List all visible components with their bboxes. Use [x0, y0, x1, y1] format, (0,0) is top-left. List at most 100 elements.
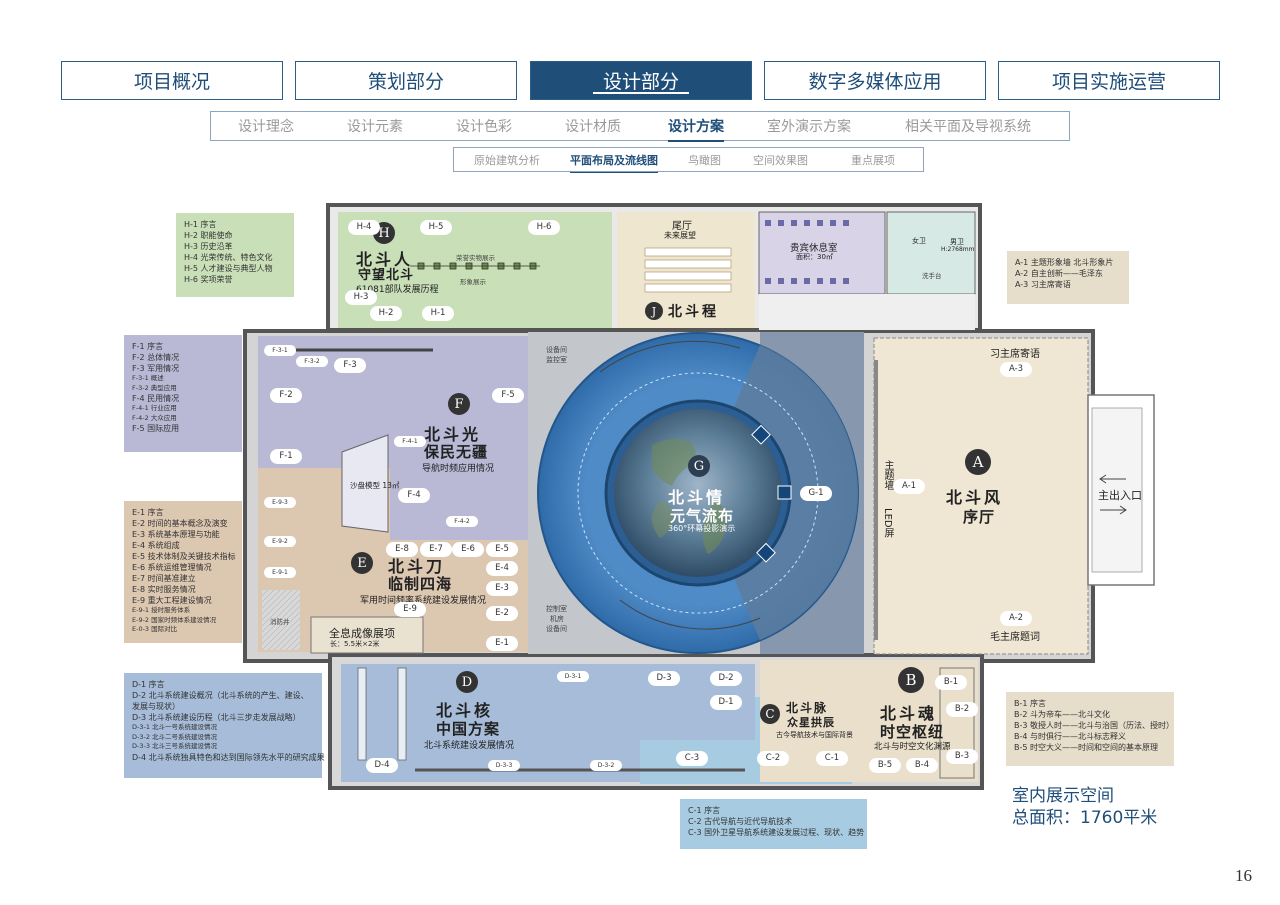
main-entrance-label: 主出入口 — [1098, 489, 1142, 502]
exhibit-tag-d33[interactable]: D-3-3 — [488, 760, 520, 771]
exhibit-tag-e8[interactable]: E-8 — [386, 542, 418, 557]
exhibit-tag-d31[interactable]: D-3-1 — [557, 671, 589, 682]
tab-label: 数字多媒体应用 — [808, 71, 942, 93]
legend-item: F-3-1 概述 — [132, 374, 164, 382]
zone-b-badge: B — [898, 667, 924, 693]
exhibit-tag-h5[interactable]: H-5 — [420, 220, 452, 235]
dome-screen-3 — [756, 542, 776, 563]
sub-tab-materials[interactable]: 设计材质 — [565, 119, 621, 135]
exhibit-tag-f41[interactable]: F-4-1 — [394, 436, 426, 447]
d-wall-display-2 — [397, 667, 407, 761]
sub-tab-scheme[interactable]: 设计方案 — [668, 116, 724, 142]
zone-e-title: 北斗刀 — [388, 557, 446, 576]
exhibit-tag-e2[interactable]: E-2 — [486, 606, 518, 621]
tab-project-overview[interactable]: 项目概况 — [61, 61, 283, 100]
exhibit-tag-h4[interactable]: H-4 — [348, 220, 380, 235]
total-area-block: 室内展示空间 总面积：1760平米 — [1012, 785, 1157, 829]
hologram-box — [310, 616, 424, 654]
sub2-tab-renderings[interactable]: 空间效果图 — [753, 154, 808, 167]
sub2-tab-key-exhibits[interactable]: 重点展项 — [851, 154, 895, 167]
tab-implementation[interactable]: 项目实施运营 — [998, 61, 1220, 100]
exhibit-tag-a2[interactable]: A-2 — [1000, 611, 1032, 626]
tab-design[interactable]: 设计部分 — [530, 61, 752, 100]
legend-item: F-3 军用情况 — [132, 364, 180, 373]
exhibit-tag-b2[interactable]: B-2 — [946, 702, 978, 717]
exhibit-tag-e6[interactable]: E-6 — [452, 542, 484, 557]
exhibit-tag-f31[interactable]: F-3-1 — [264, 345, 296, 356]
exhibit-tag-e92[interactable]: E-9-2 — [264, 536, 296, 547]
exhibit-tag-f42[interactable]: F-4-2 — [446, 516, 478, 527]
zone-c-subtitle: 众星拱辰 — [787, 716, 835, 729]
sub2-tab-aerial[interactable]: 鸟瞰图 — [688, 154, 721, 167]
exhibit-tag-e4[interactable]: E-4 — [486, 561, 518, 576]
exhibit-tag-f4[interactable]: F-4 — [398, 488, 430, 503]
exhibit-tag-h3[interactable]: H-3 — [345, 290, 377, 305]
legend-item: B-3 敬授人时——北斗与治国（历法、授时） — [1014, 721, 1175, 730]
exhibit-tag-b4[interactable]: B-4 — [906, 758, 938, 773]
exhibit-tag-c3[interactable]: C-3 — [676, 751, 708, 766]
legend-item: A-3 习主席寄语 — [1015, 280, 1071, 289]
zone-f-area-lower — [390, 466, 528, 540]
sub-tab-concept[interactable]: 设计理念 — [238, 119, 294, 135]
exhibit-tag-e93[interactable]: E-9-3 — [264, 497, 296, 508]
legend-item: D-1 序言 — [132, 680, 165, 689]
exhibit-tag-f2[interactable]: F-2 — [270, 388, 302, 403]
legend-item: E-1 序言 — [132, 508, 164, 517]
sub-tab-colors[interactable]: 设计色彩 — [456, 119, 512, 135]
sub2-tab-layout[interactable]: 平面布局及流线图 — [570, 154, 658, 173]
zone-f-badge: F — [448, 393, 470, 415]
vip-room-area: 面积：30㎡ — [796, 253, 833, 261]
legend-item: C-1 序言 — [688, 806, 721, 815]
exhibit-tag-e1[interactable]: E-1 — [486, 636, 518, 651]
tab-label: 项目概况 — [133, 71, 210, 93]
honor-display-label: 荣誉实物展示 — [456, 254, 495, 262]
fire-well — [262, 590, 300, 650]
exhibit-tag-d2[interactable]: D-2 — [710, 671, 742, 686]
exhibit-tag-d3[interactable]: D-3 — [648, 671, 680, 686]
sub2-tab-building[interactable]: 原始建筑分析 — [474, 154, 540, 167]
exhibit-tag-f5[interactable]: F-5 — [492, 388, 524, 403]
exhibit-tag-g1[interactable]: G-1 — [800, 486, 832, 501]
exhibit-tag-d1[interactable]: D-1 — [710, 695, 742, 710]
exhibit-tag-f32[interactable]: F-3-2 — [296, 356, 328, 367]
exhibit-tag-e7[interactable]: E-7 — [420, 542, 452, 557]
exhibit-tag-e91[interactable]: E-9-1 — [264, 567, 296, 578]
exhibit-tag-e9[interactable]: E-9 — [394, 602, 426, 617]
hologram-size: 长：5.5米×2米 — [330, 640, 380, 648]
tab-planning[interactable]: 策划部分 — [295, 61, 517, 100]
legend-item: F-3-2 典型应用 — [132, 383, 177, 392]
legend-item: F-2 总体情况 — [132, 353, 180, 362]
led-screen-label: LED屏 — [882, 508, 893, 538]
exhibit-tag-h1[interactable]: H-1 — [422, 306, 454, 321]
honor-display-chain — [410, 262, 540, 270]
exhibit-tag-h2[interactable]: H-2 — [370, 306, 402, 321]
exhibit-tag-a3[interactable]: A-3 — [1000, 362, 1032, 377]
exhibit-tag-a1[interactable]: A-1 — [893, 479, 925, 494]
exhibit-tag-b1[interactable]: B-1 — [935, 675, 967, 690]
zone-b-subtitle: 时空枢纽 — [880, 723, 945, 741]
exhibit-tag-c2[interactable]: C-2 — [757, 751, 789, 766]
sub2-tab-bar: 原始建筑分析 平面布局及流线图 鸟瞰图 空间效果图 重点展项 — [453, 147, 924, 173]
legend-item: F-4 民用情况 — [132, 394, 180, 403]
sub-tab-outdoor[interactable]: 室外演示方案 — [767, 119, 851, 135]
exhibit-tag-h6[interactable]: H-6 — [528, 220, 560, 235]
legend-item: H-1 序言 — [184, 220, 217, 229]
exhibit-tag-d32[interactable]: D-3-2 — [590, 760, 622, 771]
legend-item: D-3-2 北斗二号系统建设情况 — [132, 732, 218, 741]
exhibit-tag-e5[interactable]: E-5 — [486, 542, 518, 557]
tab-digital-media[interactable]: 数字多媒体应用 — [764, 61, 986, 100]
legend-item: D-3-3 北斗三号系统建设情况 — [132, 742, 218, 750]
exhibit-tag-f3[interactable]: F-3 — [334, 358, 366, 373]
exhibit-tag-b5[interactable]: B-5 — [869, 758, 901, 773]
exhibit-tag-b3[interactable]: B-3 — [946, 749, 978, 764]
legend-item: E-9-1 授时服务体系 — [132, 606, 191, 614]
exhibit-tag-f1[interactable]: F-1 — [270, 449, 302, 464]
exhibit-tag-c1[interactable]: C-1 — [816, 751, 848, 766]
legend-item: E-4 系统组成 — [132, 541, 180, 550]
exhibit-tag-d4[interactable]: D-4 — [366, 758, 398, 773]
legend-item: F-4-1 行业应用 — [132, 404, 177, 412]
sub-tab-elements[interactable]: 设计元素 — [347, 119, 403, 135]
exhibit-tag-e3[interactable]: E-3 — [486, 581, 518, 596]
sub-tab-signage[interactable]: 相关平面及导视系统 — [905, 119, 1031, 135]
